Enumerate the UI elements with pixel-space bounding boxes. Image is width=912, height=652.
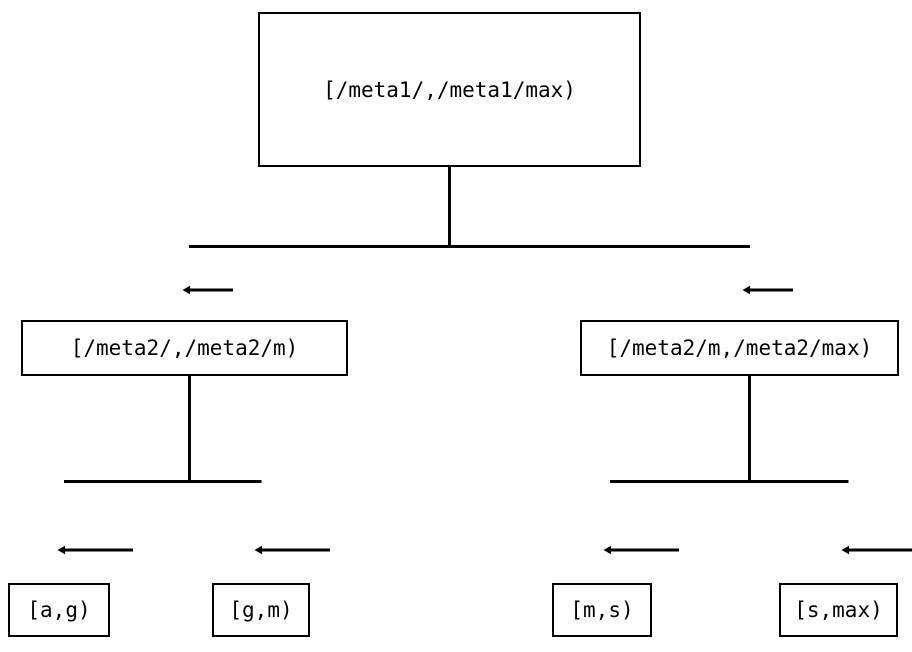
tree-node-leaf-smax[interactable]: [s,max) (779, 583, 898, 637)
tree-node-root[interactable]: [/meta1/,/meta1/max) (258, 12, 641, 167)
tree-node-meta2-low[interactable]: [/meta2/,/meta2/m) (21, 320, 348, 376)
tree-node-leaf-ag-label: [a,g) (27, 598, 91, 622)
tree-node-leaf-ms-label: [m,s) (570, 598, 634, 622)
edge-root-to-meta2-low (182, 167, 750, 295)
edge-meta2-high-to-leaf-ms (603, 376, 849, 555)
tree-node-meta2-high[interactable]: [/meta2/m,/meta2/max) (580, 320, 899, 376)
edge-meta2-low-to-leaf-ag (57, 376, 262, 555)
tree-node-leaf-ag[interactable]: [a,g) (8, 583, 110, 637)
tree-node-meta2-high-label: [/meta2/m,/meta2/max) (606, 336, 873, 360)
tree-node-leaf-ms[interactable]: [m,s) (552, 583, 652, 637)
tree-node-root-label: [/meta1/,/meta1/max) (323, 77, 576, 102)
tree-node-leaf-gm-label: [g,m) (229, 598, 293, 622)
tree-node-leaf-gm[interactable]: [g,m) (212, 583, 310, 637)
tree-node-meta2-low-label: [/meta2/,/meta2/m) (70, 336, 299, 360)
tree-node-leaf-smax-label: [s,max) (794, 598, 883, 622)
